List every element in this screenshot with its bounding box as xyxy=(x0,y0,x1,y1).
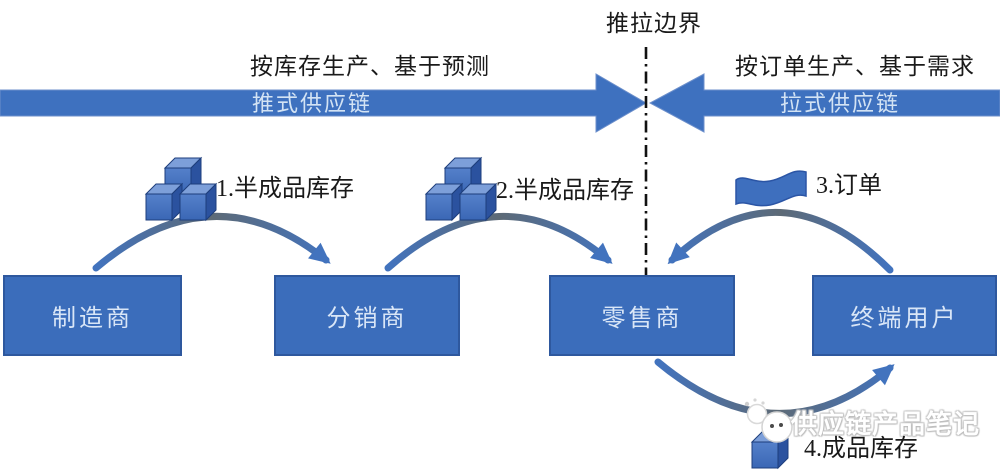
pull-chain-label: 拉式供应链 xyxy=(779,91,900,116)
flow-arc-3 xyxy=(667,208,894,274)
order-flag-icon xyxy=(735,170,807,207)
node-manufacturer-label: 制造商 xyxy=(52,306,133,332)
flow-label-finished-inventory: 4.成品库存 xyxy=(804,436,918,462)
node-retailer-label: 零售商 xyxy=(601,306,683,332)
push-arrow-shape xyxy=(0,73,647,133)
push-chain-label: 推式供应链 xyxy=(251,91,372,116)
flow-label-semifinished-inventory-1: 1.半成品库存 xyxy=(216,176,354,202)
flow-label-semifinished-inventory-2: 2.半成品库存 xyxy=(496,178,634,204)
pull-arrow-shape xyxy=(648,73,1000,133)
pull-strategy-label: 按订单生产、基于需求 xyxy=(735,54,975,79)
node-end-user-label: 终端用户 xyxy=(850,306,959,332)
flow-arc-1 xyxy=(92,212,331,272)
flow-arc-2 xyxy=(384,212,613,272)
node-end-user: 终端用户 xyxy=(812,275,997,356)
node-distributor-label: 分销商 xyxy=(326,306,408,332)
push-strategy-label: 按库存生产、基于预测 xyxy=(250,54,490,79)
node-distributor: 分销商 xyxy=(274,275,460,356)
node-retailer: 零售商 xyxy=(549,275,735,356)
node-manufacturer: 制造商 xyxy=(3,275,182,356)
flow-label-order: 3.订单 xyxy=(816,173,882,199)
watermark-text: 供应链产品笔记 xyxy=(791,410,981,439)
push-pull-boundary-title: 推拉边界 xyxy=(606,11,702,36)
